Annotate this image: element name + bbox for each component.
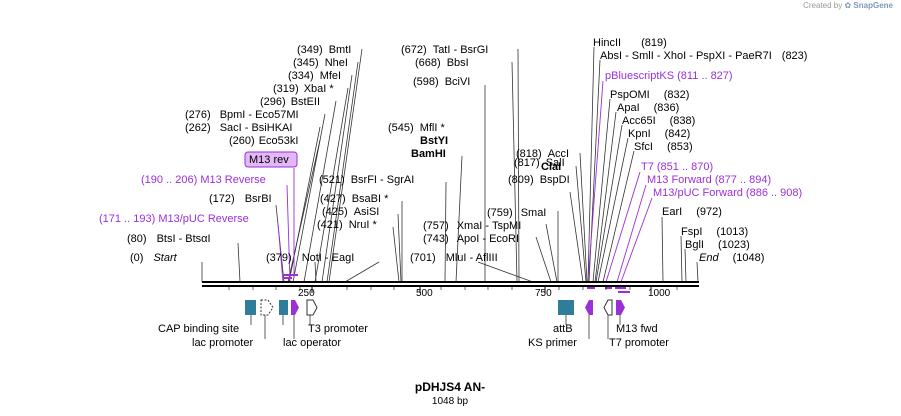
m13-rev-label-box: [244, 151, 298, 168]
primer-label: pBluescriptKS (811 .. 827): [605, 70, 733, 82]
enzyme-label: FspI(1013): [681, 226, 748, 238]
enzyme-label: (379)NotI - EagI: [266, 252, 354, 264]
enzyme-label: (809)BspDI: [508, 174, 570, 186]
enzyme-labels: (0)Start (80)BtsI - BtsαI (172)BsrBI (26…: [127, 37, 807, 264]
features: [245, 299, 625, 316]
snapgene-credit: Created by ✿ SnapGene: [803, 1, 893, 10]
primer-bars: [283, 274, 630, 293]
enzyme-label: (668)BbsI: [415, 57, 469, 69]
enzyme-label: (349)BmtI: [297, 44, 351, 56]
primer-label: M13 Forward (877 .. 894): [647, 174, 771, 186]
feature-label: M13 fwd: [616, 323, 658, 335]
primer-label: M13 rev: [249, 154, 289, 166]
enzyme-label: (334)MfeI: [288, 70, 341, 82]
enzyme-label: SfcI(853): [634, 141, 693, 153]
primer-label: (190 .. 206) M13 Reverse: [141, 174, 266, 186]
enzyme-label: (172)BsrBI: [209, 193, 272, 205]
enzyme-label: (421)NruI *: [317, 219, 378, 231]
enzyme-label: (345)NheI: [293, 57, 348, 69]
feature-label: T7 promoter: [609, 337, 669, 349]
tick-label: 1000: [648, 288, 671, 299]
enzyme-label: (296)BstEII: [260, 96, 320, 108]
primer-label: (171 .. 193) M13/pUC Reverse: [99, 213, 249, 225]
enzyme-label: (276)BpmI - Eco57MI: [185, 109, 299, 121]
enzyme-label: ClaI: [541, 161, 561, 173]
enzyme-label: PspOMI(832): [610, 89, 689, 101]
enzyme-label: (262)SacI - BsiHKAI: [185, 122, 292, 134]
enzyme-label: (743)ApoI - EcoRI: [423, 233, 519, 245]
enzyme-label: (598)BciVI: [413, 76, 470, 88]
credit-brand: SnapGene: [853, 1, 893, 10]
feature-label: attB: [553, 323, 573, 335]
sequence-backbone: [202, 281, 699, 287]
tick-label: 250: [298, 288, 315, 299]
primer-leader-lines: [277, 80, 653, 283]
backbone-bottom-strand: [202, 285, 699, 287]
enzyme-label: (521)BsrFI - SgrAI: [319, 174, 414, 186]
enzyme-label: (545)MflI *: [388, 122, 445, 134]
snapgene-logo-icon: ✿: [844, 1, 852, 10]
primer-labels: (171 .. 193) M13/pUC Reverse (190 .. 206…: [99, 70, 802, 225]
lac-promoter-arrow: [260, 299, 274, 316]
feature-label: lac operator: [283, 337, 341, 349]
tick-label: 750: [535, 288, 552, 299]
feature-labels: CAP binding site lac promoter lac operat…: [158, 323, 669, 349]
ks-primer-arrow: [585, 300, 593, 315]
enzyme-label: ApaI(836): [617, 102, 679, 114]
m13-rev-primer-arrow: [291, 300, 299, 315]
enzyme-label: BstYI: [420, 135, 448, 147]
primer-label: T7 (851 .. 870): [641, 161, 713, 173]
scale: 250 500 750 1000: [228, 287, 678, 299]
t7-promoter-arrow: [603, 299, 613, 316]
enzyme-label: (425)AsiSI: [322, 206, 379, 218]
m13-fwd-primer-arrow: [616, 300, 625, 315]
cap-binding-site-box: [245, 300, 256, 315]
feature-label: KS primer: [528, 337, 577, 349]
enzyme-label: EarI(972): [662, 206, 722, 218]
credit-prefix: Created by: [803, 1, 843, 10]
enzyme-label: Acc65I(838): [622, 115, 695, 127]
plasmid-title: pDHJS4 AN-: [415, 380, 485, 394]
feature-label: CAP binding site: [158, 323, 239, 335]
lac-operator-box: [279, 300, 288, 315]
backbone-top-strand: [202, 281, 699, 283]
enzyme-label: KpnI(842): [628, 128, 690, 140]
attb-box: [558, 300, 574, 315]
enzyme-label: (80)BtsI - BtsαI: [127, 233, 211, 245]
leader-lines: [201, 46, 699, 283]
enzyme-label: (319)XbaI *: [273, 83, 334, 95]
enzyme-label: (260)Eco53kI: [229, 135, 298, 147]
enzyme-label: (759)SmaI: [487, 207, 546, 219]
feature-leader-lines: [250, 315, 621, 339]
enzyme-label: (817)SalI: [514, 157, 565, 169]
tick-label: 500: [416, 288, 433, 299]
enzyme-label: End(1048): [699, 252, 764, 264]
enzyme-label: BamHI: [411, 148, 446, 160]
plasmid-length: 1048 bp: [432, 396, 469, 407]
feature-label: lac promoter: [192, 337, 253, 349]
enzyme-label: AbsI - SmlI - XhoI - PspXI - PaeR7I(823): [600, 50, 807, 62]
enzyme-label: (757)XmaI - TspMI: [423, 220, 521, 232]
enzyme-label: (701)MluI - AflIII: [410, 252, 498, 264]
enzyme-label: (672)TatI - BsrGI: [401, 44, 488, 56]
feature-label: T3 promoter: [308, 323, 368, 335]
enzyme-label: (818)AccI: [516, 148, 569, 160]
enzyme-label: (0)Start: [130, 252, 178, 264]
enzyme-label: HincII(819): [593, 37, 667, 49]
primer-label: M13/pUC Forward (886 .. 908): [653, 187, 802, 199]
enzyme-label: BglI(1023): [685, 239, 750, 251]
enzyme-label: (427)BsaBI *: [320, 193, 389, 205]
t3-promoter-arrow: [306, 299, 318, 316]
